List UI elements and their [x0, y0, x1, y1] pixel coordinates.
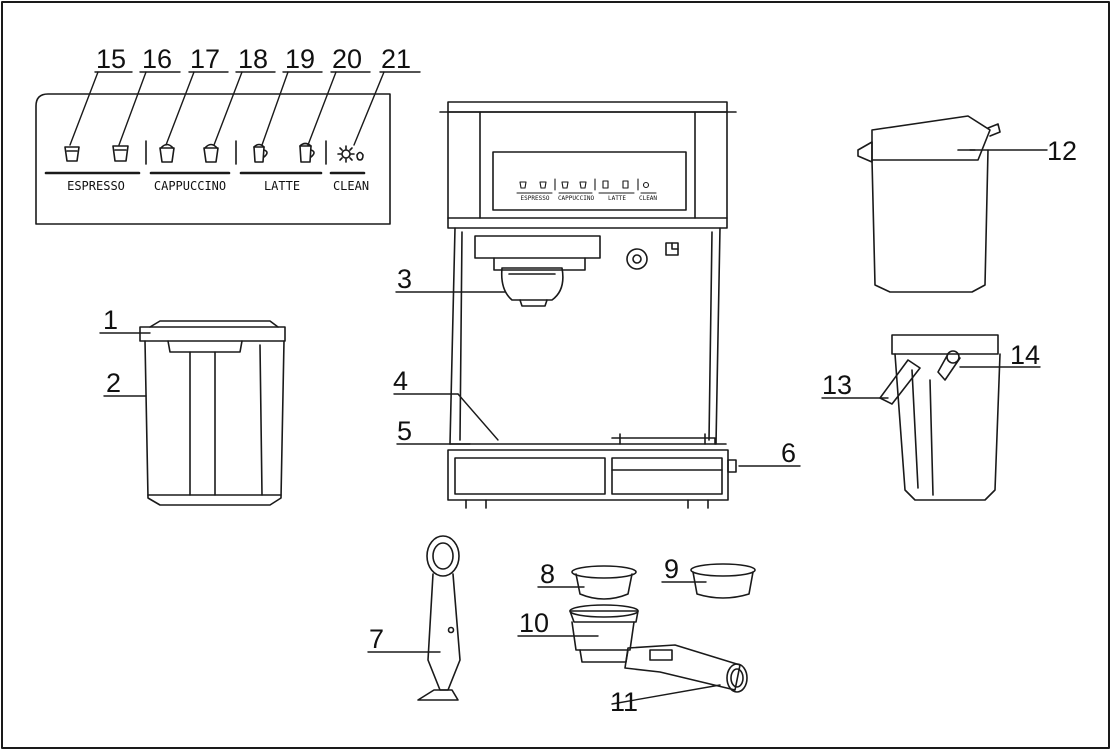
machine-label-espresso: ESPRESSO: [521, 195, 550, 202]
callout-13: 13: [822, 370, 852, 400]
callout-15: 15: [96, 44, 126, 74]
callout-19: 19: [285, 44, 315, 74]
cappuccino-single-icon: [159, 143, 175, 163]
latte-double-icon: [299, 142, 315, 163]
machine-label-latte: LATTE: [608, 195, 626, 202]
side-knob: [727, 459, 737, 473]
label-latte: LATTE: [264, 179, 300, 193]
machine-label-cappuccino: CAPPUCCINO: [558, 195, 595, 202]
espresso-double-icon: [112, 145, 129, 162]
machine-control-panel: [492, 151, 687, 211]
callout-11: 11: [610, 687, 638, 717]
control-panel-inset: ESPRESSO CAPPUCCINO LATTE CLEAN: [35, 71, 421, 225]
callout-16: 16: [142, 44, 172, 74]
callout-6: 6: [781, 438, 796, 468]
label-clean: CLEAN: [333, 179, 369, 193]
callout-4: 4: [393, 366, 408, 396]
portafilter-handle: [624, 644, 748, 693]
callout-14: 14: [1010, 340, 1040, 370]
milk-container: [857, 115, 1001, 293]
callout-10: 10: [519, 608, 549, 638]
cappuccino-double-icon: [203, 143, 219, 163]
label-espresso: ESPRESSO: [67, 179, 125, 193]
leader-lines: [99, 149, 1048, 705]
milk-frother: [879, 334, 1001, 501]
latte-single-icon: [253, 143, 268, 163]
coffee-machine: ESPRESSO CAPPUCCINO LATTE CLEAN: [439, 101, 737, 509]
callout-1: 1: [103, 305, 118, 335]
label-cappuccino: CAPPUCCINO: [154, 179, 226, 193]
callout-18: 18: [238, 44, 268, 74]
callout-2: 2: [106, 368, 121, 398]
callout-8: 8: [540, 559, 555, 589]
clean-icon: [337, 145, 364, 163]
water-tank: [139, 320, 286, 506]
callout-7: 7: [369, 624, 384, 654]
callout-21: 21: [381, 44, 411, 74]
callout-20: 20: [332, 44, 362, 74]
tamper: [417, 535, 461, 701]
filter-single: [571, 565, 637, 600]
callout-9: 9: [664, 554, 679, 584]
callout-5: 5: [397, 416, 412, 446]
callout-12: 12: [1047, 136, 1077, 166]
espresso-single-icon: [64, 146, 80, 162]
filter-double: [690, 563, 756, 599]
callout-3: 3: [397, 264, 412, 294]
callout-17: 17: [190, 44, 220, 74]
machine-label-clean: CLEAN: [639, 195, 657, 202]
